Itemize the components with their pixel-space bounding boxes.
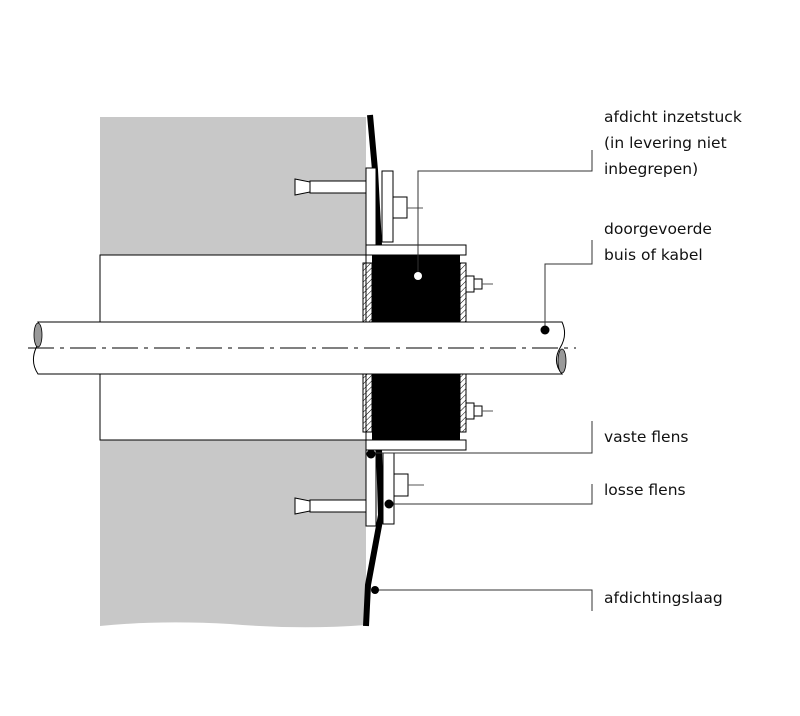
leader-sealing bbox=[375, 589, 593, 611]
loose-flange-top bbox=[381, 170, 394, 243]
loose-flange-bottom bbox=[382, 452, 395, 525]
fixed-flange-top-vertical bbox=[365, 167, 377, 256]
pressure-plate bbox=[459, 262, 467, 323]
seal-insert-bottom bbox=[372, 374, 460, 440]
fixed-flange-bottom-horizontal bbox=[365, 439, 467, 451]
sealing-membrane-bottom bbox=[363, 449, 385, 627]
wall-bottom bbox=[100, 440, 366, 628]
label-seal-insert: afdicht inzetstuck (in levering niet inb… bbox=[604, 104, 742, 182]
nut-bottom bbox=[465, 402, 483, 420]
leader-loose-flange bbox=[389, 484, 593, 505]
label-fixed-flange: vaste flens bbox=[604, 428, 689, 446]
label-line: (in levering niet bbox=[604, 134, 727, 152]
anchor-top bbox=[294, 178, 367, 196]
pipe-section-right bbox=[557, 348, 567, 374]
label-sealing-layer: afdichtingslaag bbox=[604, 589, 723, 607]
leader-fixed-flange bbox=[372, 421, 593, 454]
anchor-bottom bbox=[294, 497, 367, 515]
label-line: afdicht inzetstuck bbox=[604, 108, 742, 126]
seal-insert-top bbox=[372, 255, 460, 322]
fixed-flange-top-horizontal bbox=[365, 244, 467, 256]
label-line: inbegrepen) bbox=[604, 160, 699, 178]
fixed-flange-bottom-vertical bbox=[365, 449, 377, 527]
nut-top bbox=[465, 275, 483, 293]
leader-insert bbox=[417, 150, 593, 276]
label-loose-flange: losse flens bbox=[604, 481, 686, 499]
pressure-plate bbox=[362, 373, 373, 433]
bolt-bottom bbox=[393, 473, 409, 497]
leader-pipe bbox=[544, 240, 593, 330]
pressure-plate bbox=[459, 373, 467, 433]
label-line: buis of kabel bbox=[604, 246, 703, 264]
pressure-plate bbox=[362, 262, 373, 323]
label-pipe: doorgevoerde buis of kabel bbox=[604, 216, 712, 268]
pipe-section-left bbox=[33, 322, 43, 348]
label-line: doorgevoerde bbox=[604, 220, 712, 238]
bolt-top bbox=[392, 196, 408, 219]
